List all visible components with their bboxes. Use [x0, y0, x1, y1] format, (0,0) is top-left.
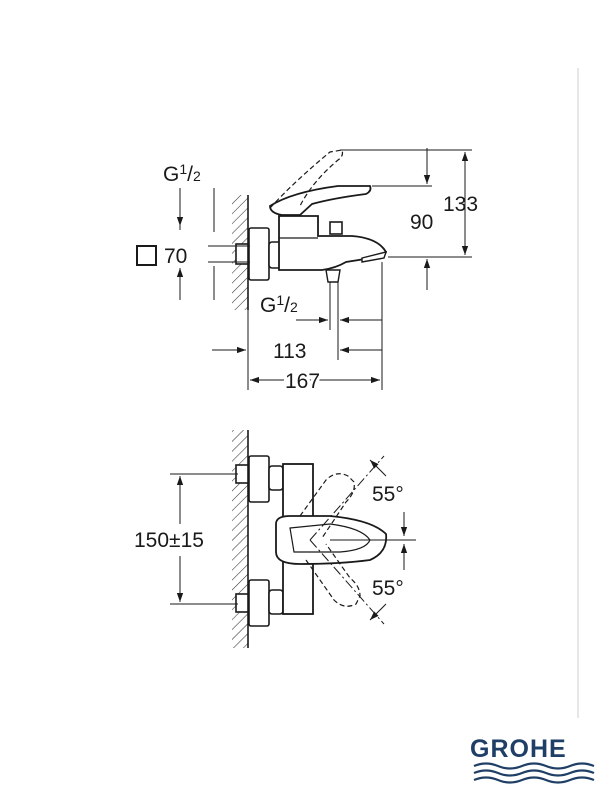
- wall-hatch-front: [232, 430, 248, 648]
- angle-upper-tick: [369, 459, 387, 477]
- thread-bottom-label: G1/2: [260, 292, 298, 317]
- lever-rotated-upper: [299, 473, 355, 539]
- diverter-knob: [329, 221, 343, 235]
- logo-wave-2: [473, 769, 595, 777]
- spout-outlet: [361, 251, 388, 263]
- front-view: 55° 55° 150±15: [134, 430, 416, 648]
- spacing-label: 150±15: [134, 529, 204, 552]
- lower-fitting: [235, 593, 249, 613]
- logo-wave-1: [473, 762, 595, 770]
- angle-lower-label: 55°: [372, 577, 404, 600]
- lower-rosette: [248, 579, 270, 627]
- square-symbol: [136, 245, 157, 266]
- shower-outlet: [325, 269, 341, 283]
- cover-rosette: [248, 227, 270, 281]
- dim-113-label: 113: [273, 340, 306, 363]
- thread-top-label: G1/2: [163, 161, 201, 186]
- square-70-label: 70: [164, 245, 187, 268]
- lower-nut: [268, 589, 284, 615]
- lever-open-dashed: [269, 149, 344, 209]
- upper-nut: [268, 465, 284, 491]
- eccentric-fitting: [235, 243, 249, 265]
- grohe-logo: GROHE: [470, 735, 595, 784]
- dim-133-label: 133: [443, 193, 478, 216]
- angle-upper-label: 55°: [372, 483, 404, 506]
- angle-lower-tick: [369, 603, 387, 621]
- logo-wave-3: [473, 776, 595, 784]
- lever-rotated-lower: [305, 543, 361, 607]
- lever-closed: [269, 185, 372, 216]
- upper-rosette: [248, 455, 270, 503]
- dim-90-label: 90: [410, 211, 433, 234]
- dim-167-label: 167: [285, 370, 320, 393]
- centerline-lower: [309, 539, 385, 625]
- centerline-upper: [309, 455, 385, 541]
- brand-name: GROHE: [470, 735, 567, 763]
- side-view: G1/2 70 90 133 G1/2 113 167: [136, 148, 478, 396]
